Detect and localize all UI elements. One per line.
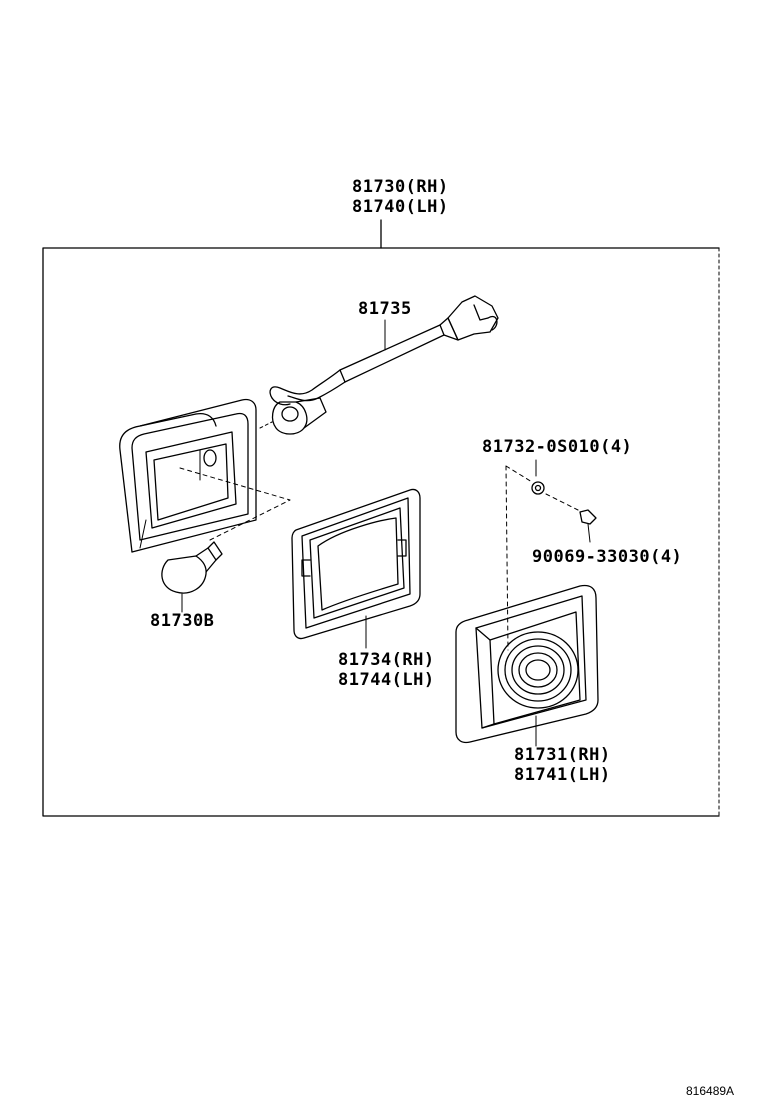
drawing-number: 816489A xyxy=(686,1084,735,1098)
label-screw: 90069-33030(4) xyxy=(532,547,683,567)
label-gasket-rh: 81734(RH) xyxy=(338,650,435,670)
lamp-housing xyxy=(119,398,291,553)
wire-harness xyxy=(259,295,499,435)
label-bulb: 81730B xyxy=(150,611,215,631)
label-assembly-rh: 81730(RH) xyxy=(352,177,449,197)
bulb xyxy=(161,541,223,613)
label-assembly-lh: 81740(LH) xyxy=(352,197,449,217)
label-lens-lh: 81741(LH) xyxy=(514,765,611,785)
label-washer: 81732-0S010(4) xyxy=(482,437,633,457)
gasket xyxy=(291,488,421,649)
assembly-frame xyxy=(42,219,720,817)
lens xyxy=(455,584,599,747)
label-wire-harness: 81735 xyxy=(358,299,412,319)
label-lens-rh: 81731(RH) xyxy=(514,745,611,765)
washer-and-screw xyxy=(505,459,597,651)
label-gasket-lh: 81744(LH) xyxy=(338,670,435,690)
